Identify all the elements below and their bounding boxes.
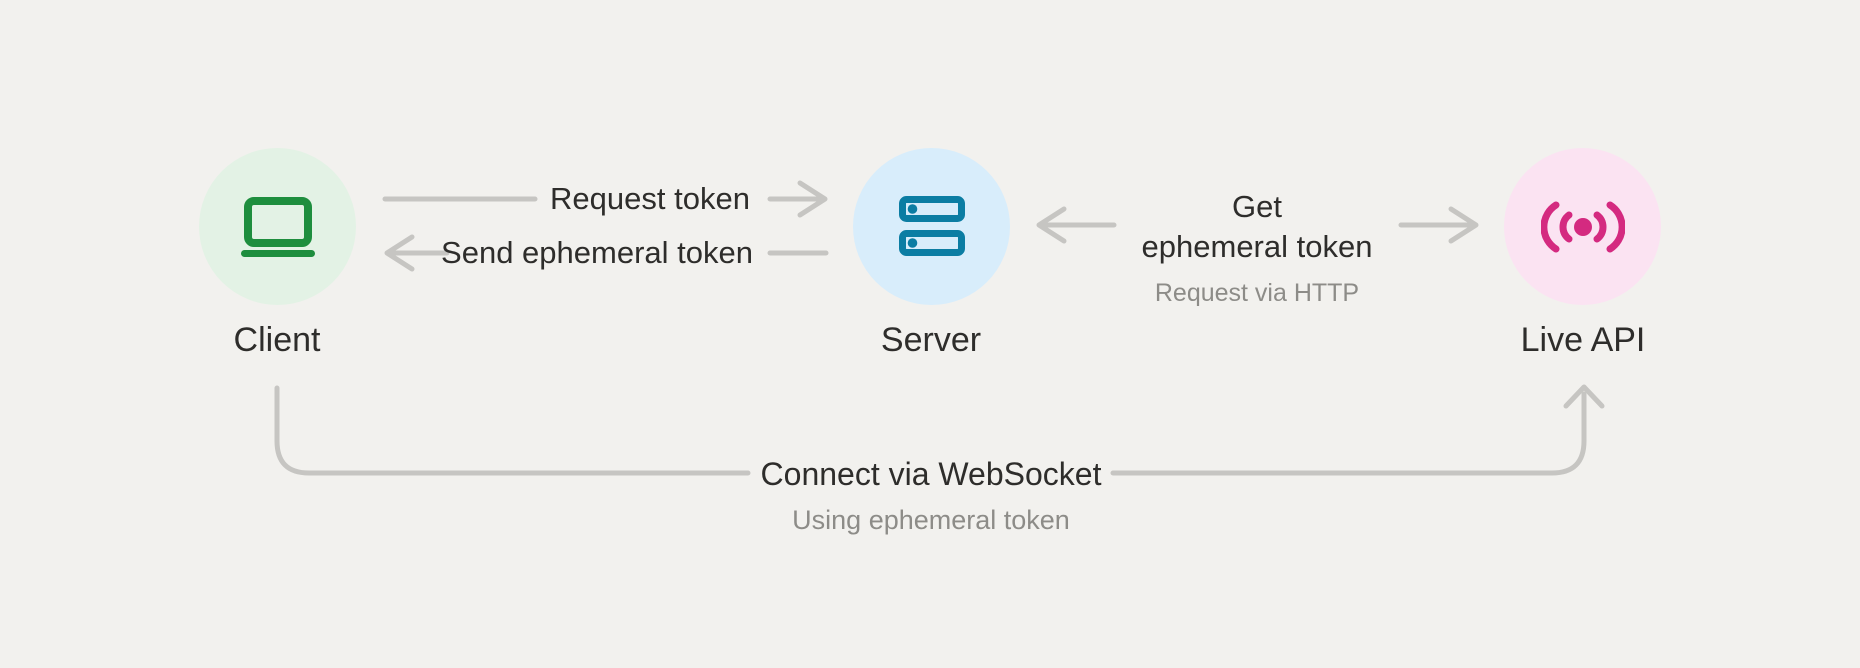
get-ephemeral-token-label: Get ephemeral token bbox=[1142, 187, 1373, 267]
server-node-label: Server bbox=[880, 321, 982, 359]
get-ephemeral-token-label-line2: ephemeral token bbox=[1141, 229, 1373, 264]
send-ephemeral-token-label: Send ephemeral token bbox=[441, 235, 753, 270]
server-rack-icon bbox=[898, 195, 965, 256]
request-token-arrow-head bbox=[767, 180, 828, 218]
get-ephemeral-token-arrow-right bbox=[1398, 206, 1479, 244]
live-api-node-circle bbox=[1504, 148, 1661, 305]
connect-websocket-path-left bbox=[274, 385, 751, 476]
broadcast-icon bbox=[1540, 201, 1625, 252]
server-node-circle bbox=[853, 148, 1010, 305]
client-node-circle bbox=[199, 148, 356, 305]
request-token-label: Request token bbox=[550, 181, 750, 216]
client-node-label: Client bbox=[233, 321, 321, 359]
get-ephemeral-token-label-line1: Get bbox=[1232, 189, 1282, 224]
laptop-icon bbox=[240, 196, 315, 257]
live-api-node-label: Live API bbox=[1520, 321, 1646, 359]
connect-websocket-path-right bbox=[1110, 391, 1587, 476]
send-ephemeral-token-arrow-head bbox=[384, 234, 450, 272]
connect-websocket-label: Connect via WebSocket bbox=[760, 456, 1102, 492]
connect-websocket-arrow-head bbox=[1563, 384, 1605, 409]
get-ephemeral-token-arrow-left bbox=[1036, 206, 1117, 244]
request-via-http-sublabel: Request via HTTP bbox=[1154, 279, 1360, 307]
using-ephemeral-token-sublabel: Using ephemeral token bbox=[792, 505, 1070, 535]
